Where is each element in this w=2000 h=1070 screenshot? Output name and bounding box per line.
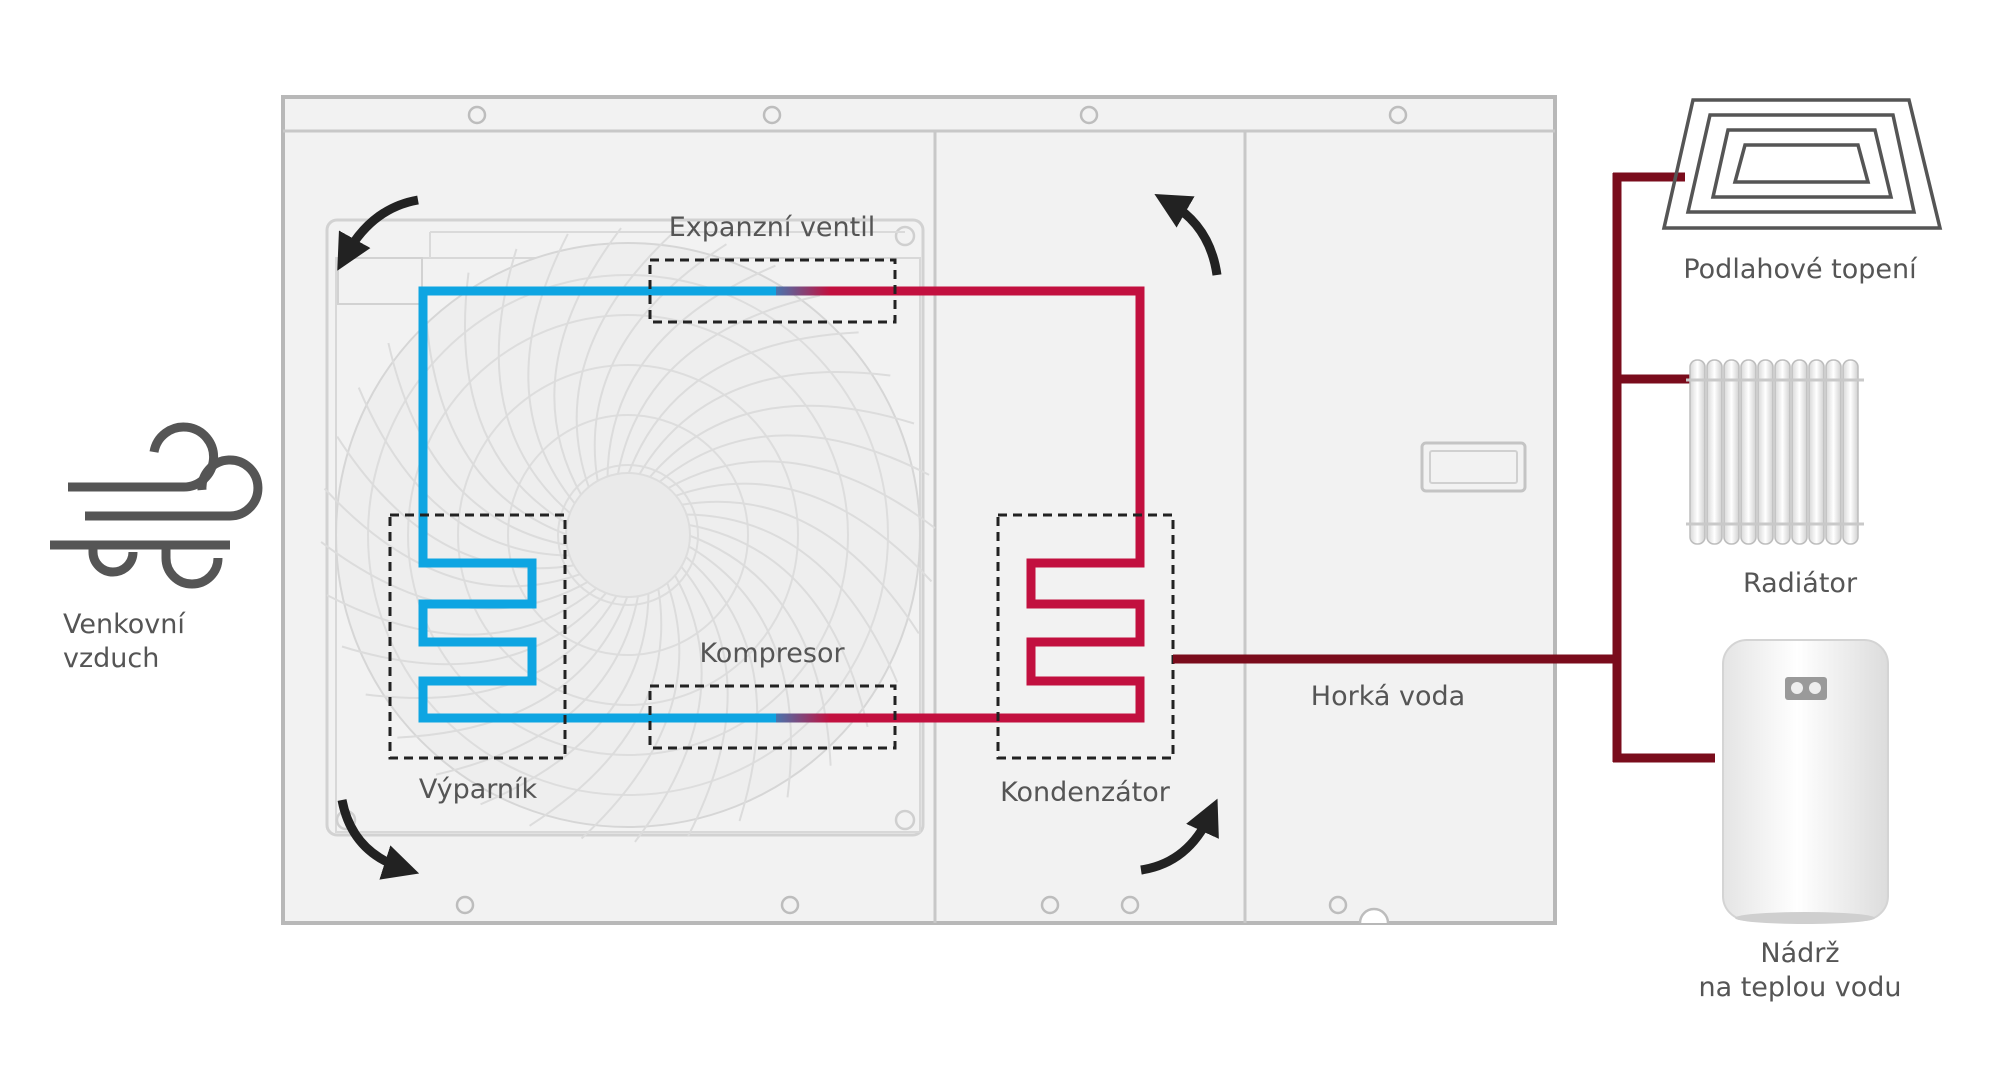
airflow-arrow-icon — [1140, 798, 1219, 875]
airflow-arrow-icon — [337, 799, 420, 880]
hot-water-label: Horká voda — [1310, 681, 1466, 712]
water-tank-icon — [1722, 639, 1889, 924]
condenser-label: Kondenzátor — [1000, 777, 1170, 808]
airflow-arrow-icon — [1154, 194, 1222, 276]
expansion-valve-label: Expanzní ventil — [668, 212, 876, 243]
airflow-arrow-icon — [337, 195, 419, 271]
floor-heating-label: Podlahové topení — [1683, 254, 1917, 285]
wind-icon — [50, 422, 263, 589]
refrigerant-circuit — [418, 286, 1145, 723]
outdoor-air-label-line2: vzduch — [63, 643, 160, 674]
compressor-box — [648, 684, 897, 750]
tank-label-line2: na teplou vodu — [1698, 972, 1902, 1003]
radiator-label: Radiátor — [1742, 568, 1858, 599]
floor-heating-icon — [1661, 98, 1943, 230]
outdoor-air-label-line1: Venkovní — [63, 609, 185, 640]
compressor-label: Kompresor — [699, 638, 845, 669]
tank-label-line1: Nádrž — [1760, 938, 1840, 969]
water-pipes — [1173, 172, 1715, 763]
expansion-valve-box — [648, 258, 897, 324]
component-boxes — [388, 258, 1175, 760]
evaporator-label: Výparník — [418, 774, 538, 805]
outdoor-unit — [281, 95, 1557, 925]
airflow-arrows — [337, 194, 1222, 880]
radiator-icon — [1686, 359, 1864, 545]
